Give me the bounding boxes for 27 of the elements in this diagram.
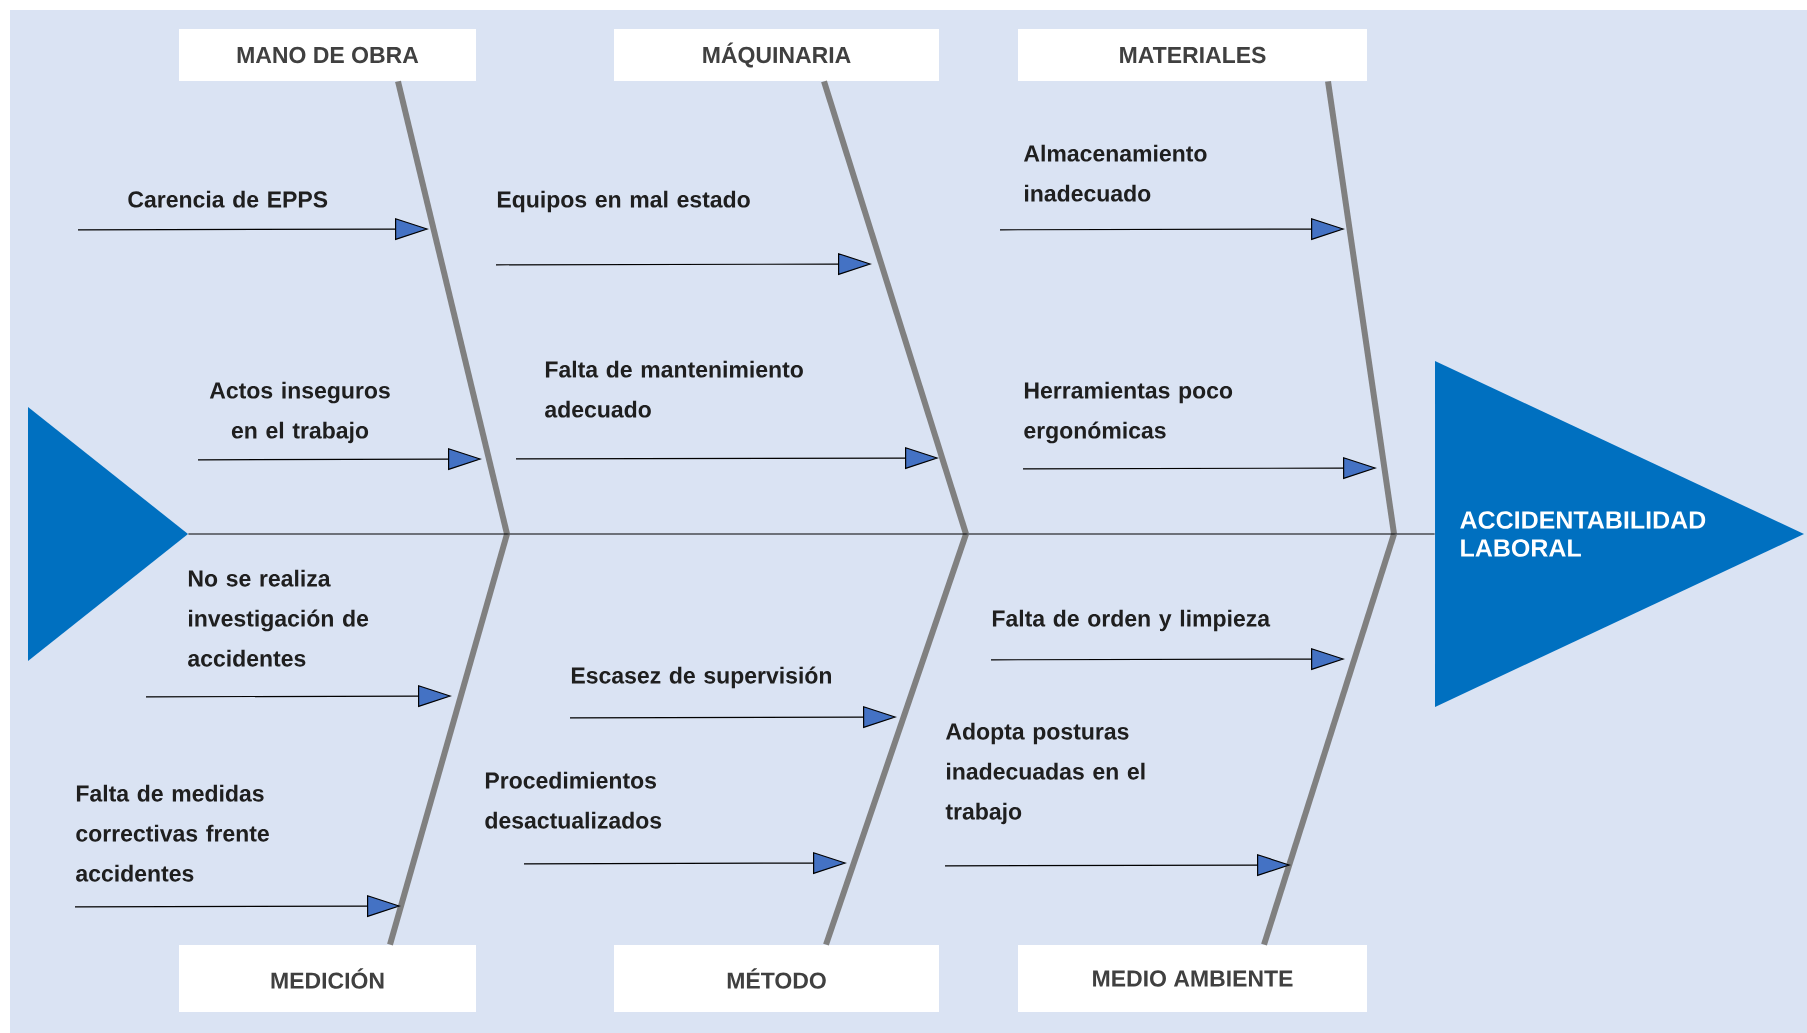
cause-text: Carencia de EPPS: [128, 190, 328, 208]
cause-text: Equipos en mal estado: [497, 190, 750, 213]
category-box: MEDIO AMBIENTE: [1018, 945, 1368, 1012]
bone-line: [1261, 533, 1397, 946]
cause-text: Herramientas poco ergonómicas: [1024, 381, 1233, 444]
tail-triangle: [28, 407, 188, 661]
bone-line: [395, 80, 510, 535]
cause-text: Falta de medidas correctivas frente accidentes: [76, 784, 269, 882]
spine-line: [187, 533, 1436, 535]
category-box: MEDICIÓN: [179, 945, 476, 1012]
cause-text: Actos inseguros en el trabajo: [209, 381, 390, 444]
category-box: MÁQUINARIA: [614, 29, 939, 81]
bone-line: [1325, 80, 1397, 535]
bone-line: [823, 533, 969, 946]
effect-triangle: ACCIDENTABILIDAD LABORAL: [1435, 361, 1805, 707]
cause-text: Almacenamiento inadecuado: [1024, 144, 1207, 202]
category-box: MATERIALES: [1018, 29, 1368, 81]
bone-line: [821, 80, 969, 535]
cause-text: Procedimientos desactualizados: [485, 771, 662, 829]
category-box: MÉTODO: [614, 945, 939, 1012]
cause-text: Escasez de supervisión: [571, 666, 831, 689]
cause-text: Falta de orden y limpieza: [992, 609, 1271, 632]
category-box: MANO DE OBRA: [179, 29, 476, 81]
cause-text: No se realiza investigación de accidentes: [188, 569, 369, 667]
bone-line: [387, 533, 510, 946]
cause-text: Adopta posturas inadecuadas en el trabajo: [945, 722, 1145, 825]
cause-text: Falta de mantenimiento adecuado: [545, 360, 803, 418]
